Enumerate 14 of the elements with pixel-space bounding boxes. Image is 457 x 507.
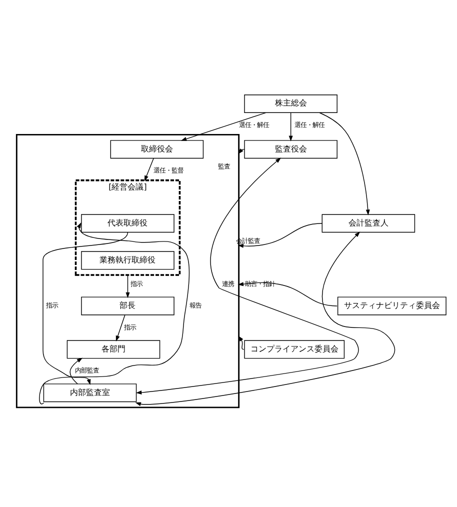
arrow xyxy=(135,231,396,406)
arrow xyxy=(288,112,293,141)
arrow xyxy=(116,314,126,341)
arrow xyxy=(144,158,154,181)
arrow xyxy=(238,335,244,350)
arrow xyxy=(238,282,338,306)
arrow xyxy=(39,222,190,404)
arrow xyxy=(136,157,359,394)
arrow xyxy=(70,357,83,384)
arrow xyxy=(180,112,266,140)
arrow xyxy=(238,222,322,248)
arrow xyxy=(42,231,128,384)
arrow xyxy=(319,112,370,215)
arrow xyxy=(126,274,130,298)
